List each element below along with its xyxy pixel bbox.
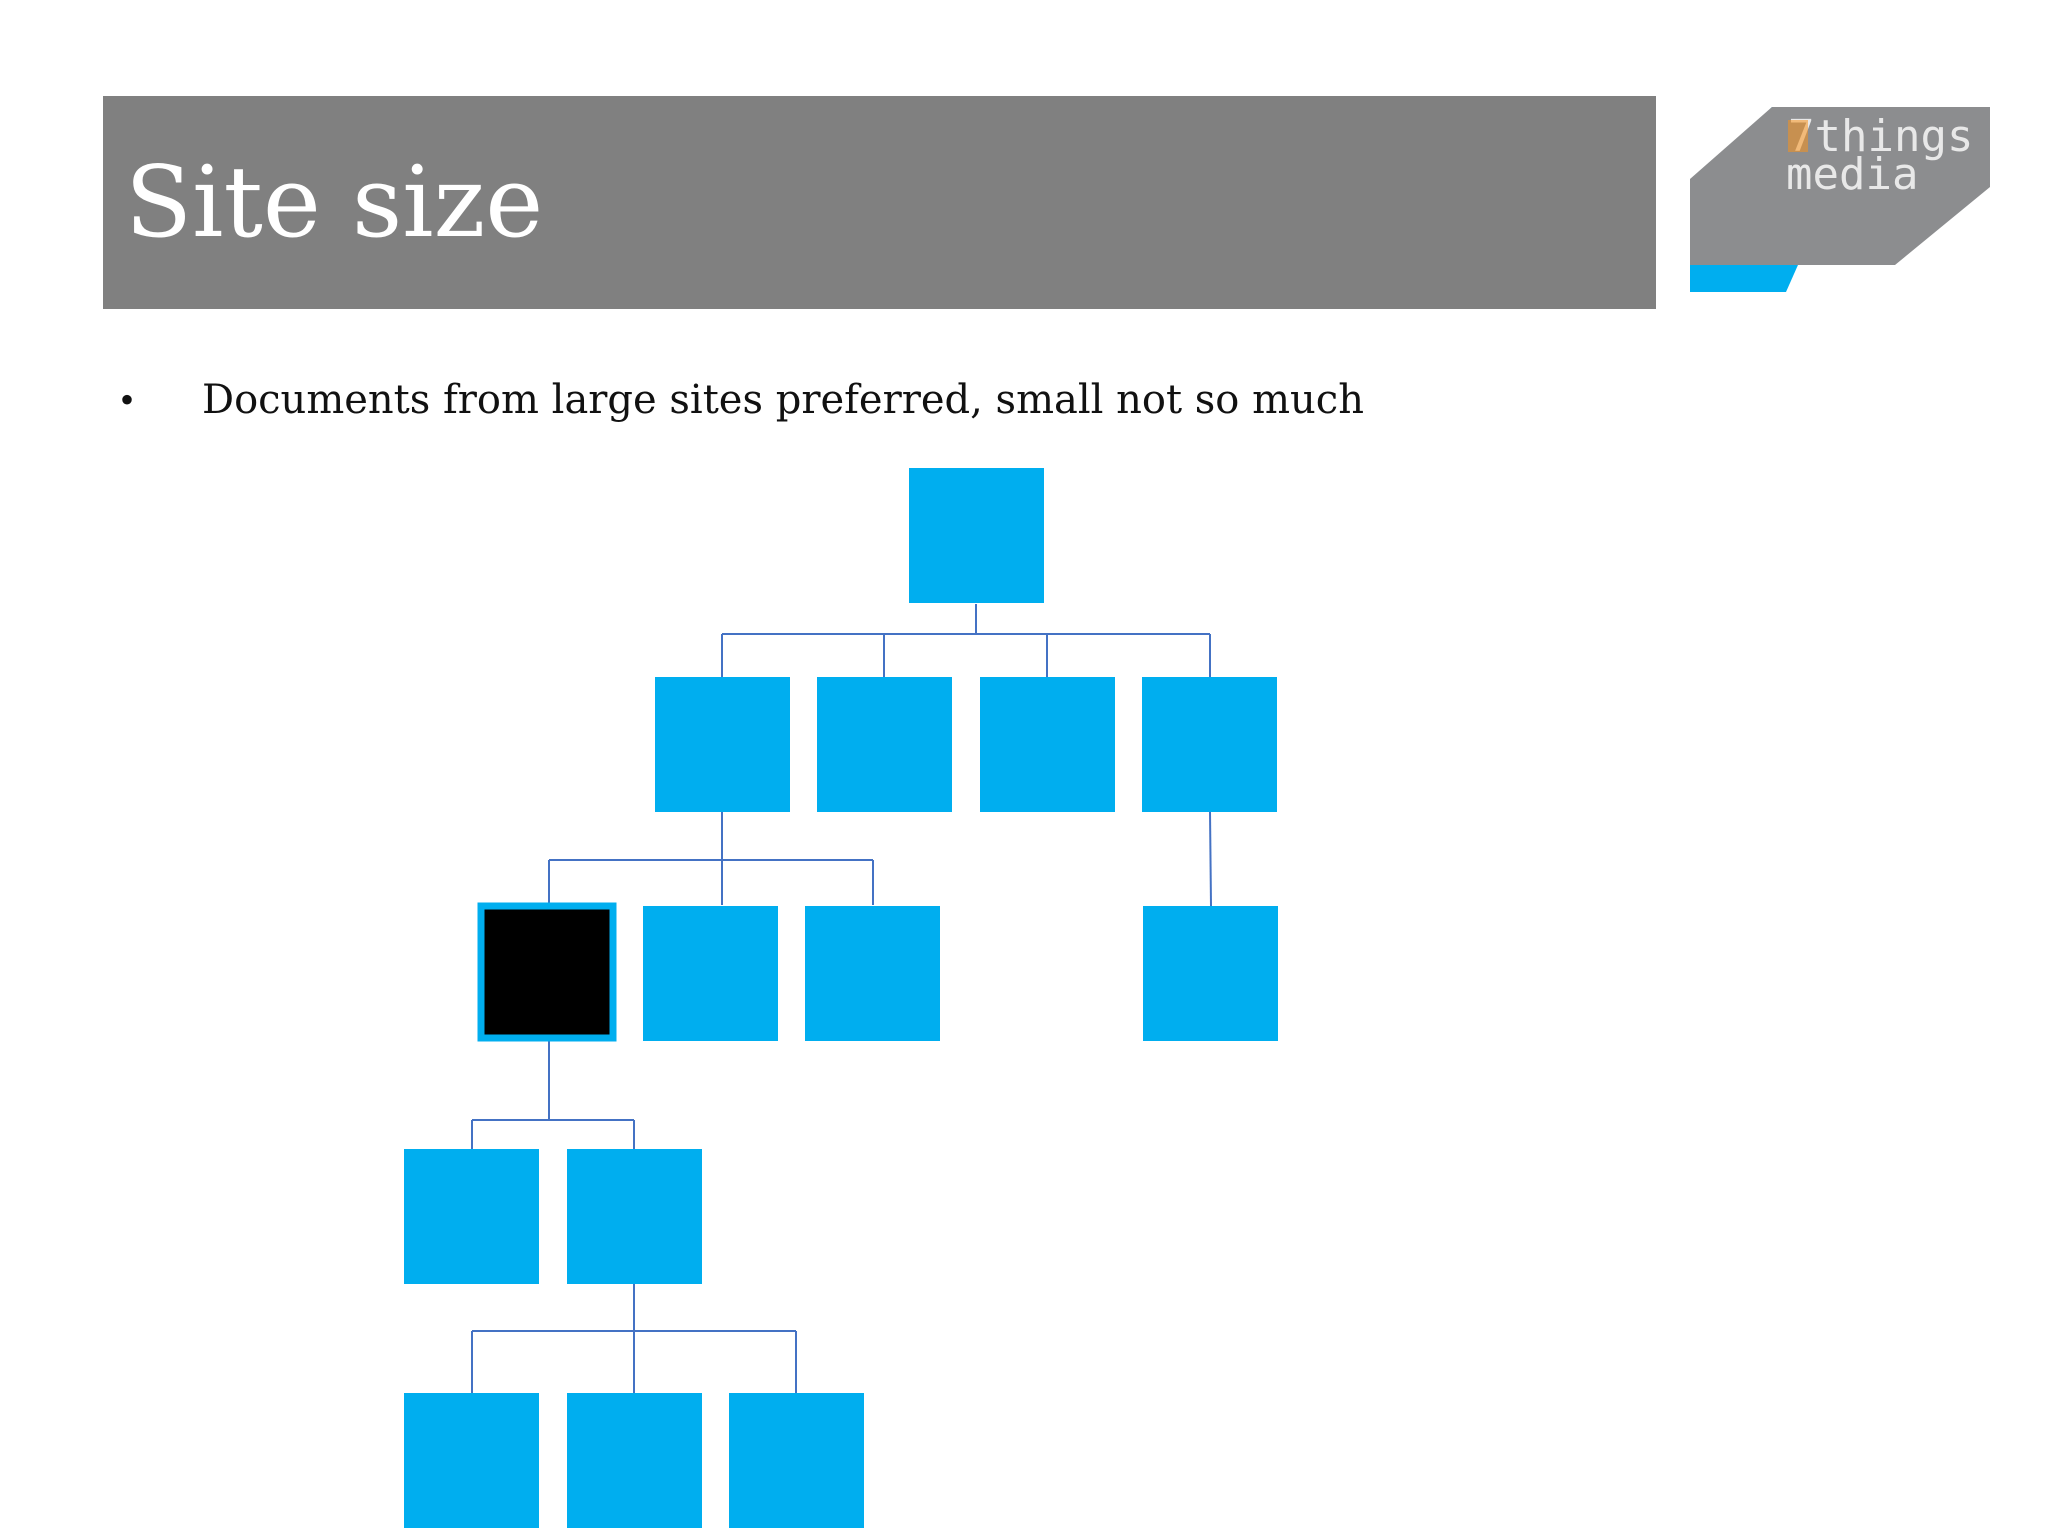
logo-orange-mark: [1788, 120, 1808, 152]
connector-d-to-d1: [1209, 811, 1212, 907]
logo-panel: [1690, 107, 1990, 265]
tree-node-level3: [567, 1149, 702, 1284]
logo-line1: 7things: [1788, 111, 1973, 162]
tree-node-level1: [817, 677, 952, 812]
tree-node-level2: [805, 906, 940, 1041]
title-bar: Site size: [103, 96, 1656, 309]
tree-node-highlighted: [477, 902, 617, 1042]
bullet-marker: •: [120, 377, 135, 422]
tree-node-level2: [1143, 906, 1278, 1041]
slide-title: Site size: [125, 145, 544, 260]
tree-node-level4: [729, 1393, 864, 1528]
nodes: [404, 468, 1278, 1528]
tree-node-level4: [567, 1393, 702, 1528]
company-logo: 7things media: [1690, 107, 1990, 292]
bullet-text: Documents from large sites preferred, sm…: [202, 377, 1364, 423]
connectors: [471, 604, 1212, 1394]
tree-node-level1: [655, 677, 790, 812]
tree-node-root: [909, 468, 1044, 603]
tree-node-level1: [1142, 677, 1277, 812]
tree-node-level4: [404, 1393, 539, 1528]
logo-line2: media: [1786, 149, 1918, 200]
tree-node-level1: [980, 677, 1115, 812]
tree-node-level2: [643, 906, 778, 1041]
tree-node-level3: [404, 1149, 539, 1284]
